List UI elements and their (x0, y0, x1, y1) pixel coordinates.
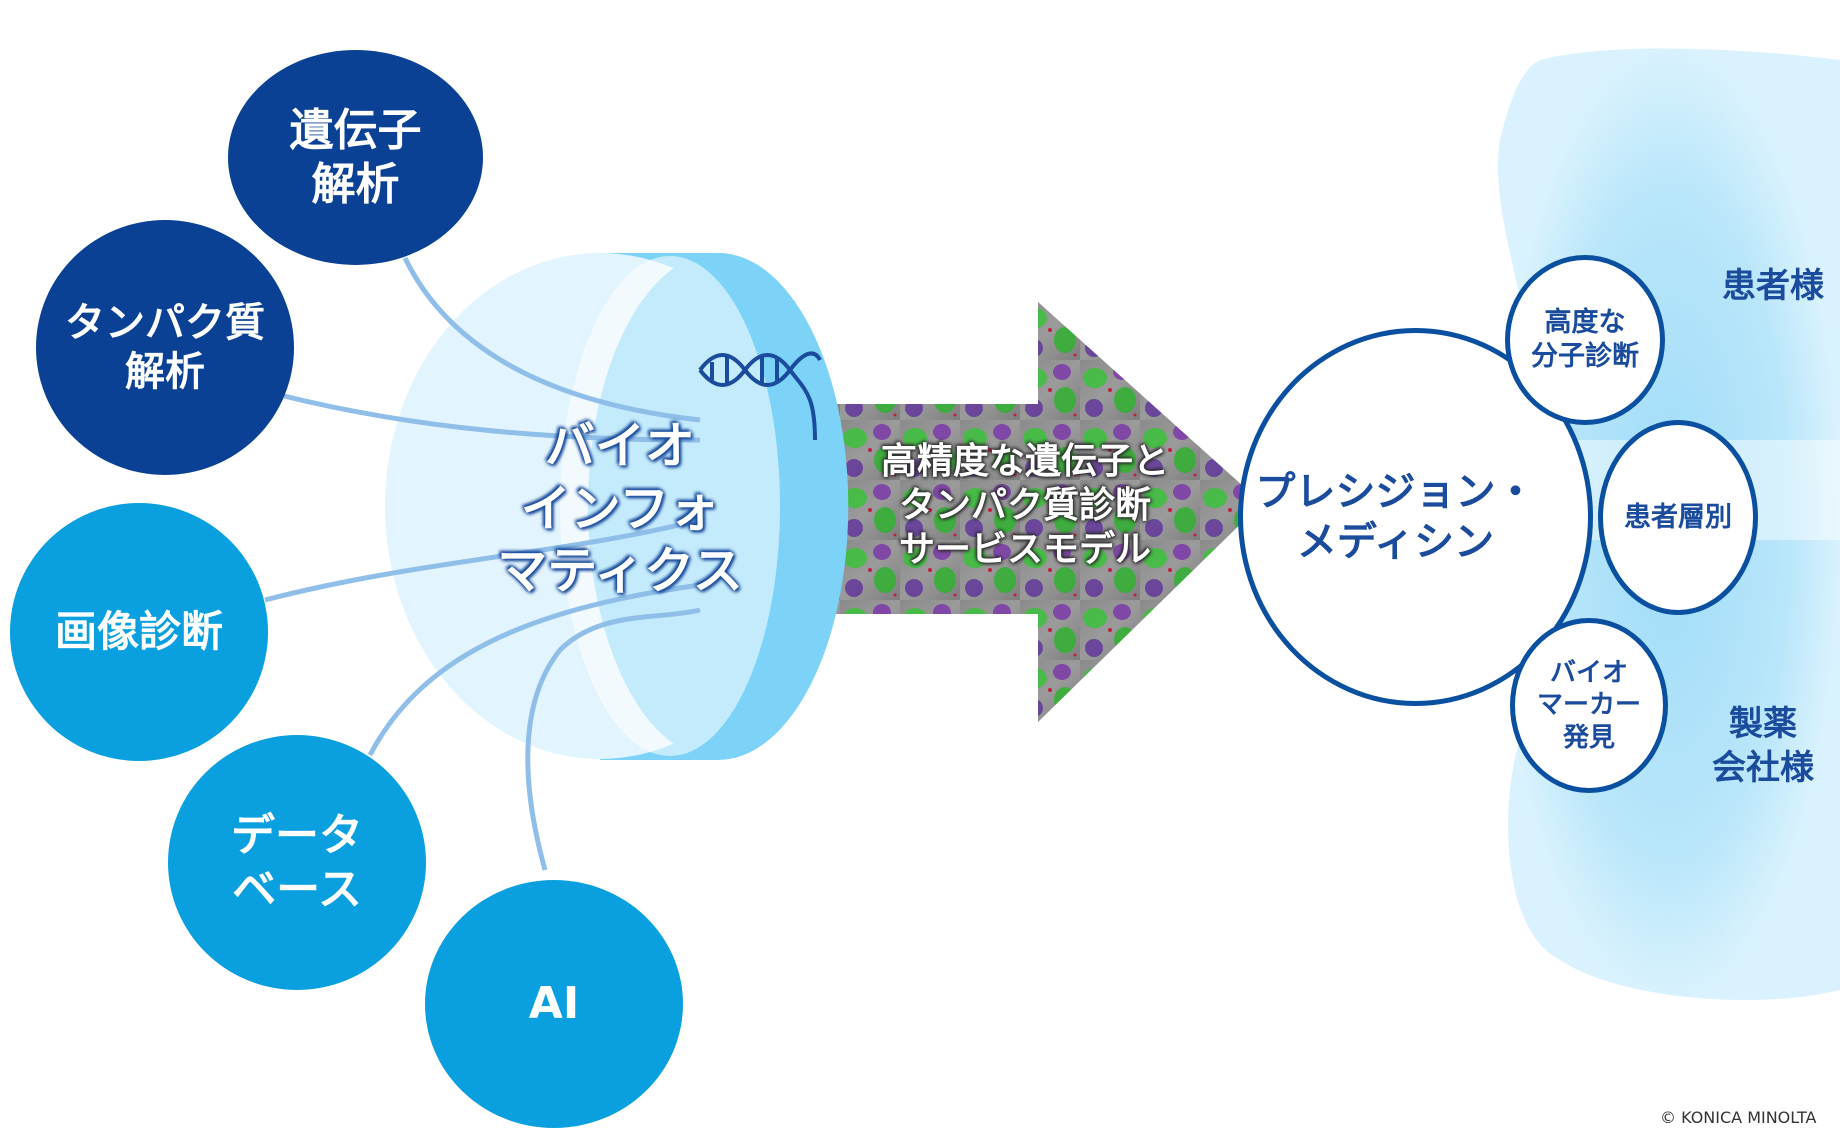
copyright-notice: © KONICA MINOLTA (1660, 1108, 1817, 1127)
connector-lines (264, 256, 701, 871)
customer-label-patients: 患者様 (1722, 266, 1824, 306)
source-circle-ai: AI (425, 880, 683, 1128)
satellite-label-biomarker-discovery: バイオ マーカー 発見 (1536, 657, 1641, 753)
arrow-label: 高精度な遺伝子と タンパク質診断 サービスモデル (880, 441, 1169, 570)
source-circle-protein-analysis: タンパク質 解析 (36, 220, 294, 475)
satellite-circle-biomarker-discovery: バイオ マーカー 発見 (1510, 618, 1668, 793)
source-circle-gene-analysis: 遺伝子 解析 (228, 50, 483, 265)
customer-label-pharma: 製薬 会社様 (1712, 704, 1814, 789)
center-label: プレシジョン・ メディシン (1255, 469, 1536, 565)
dna-helix-icon (698, 351, 822, 441)
source-label-ai: AI (528, 978, 580, 1030)
satellite-label-patient-stratification: 患者層別 (1624, 501, 1732, 533)
source-label-gene-analysis: 遺伝子 解析 (289, 104, 422, 210)
source-label-image-diagnosis: 画像診断 (54, 607, 223, 657)
satellite-label-molecular-diagnosis: 高度な 分子診断 (1531, 307, 1639, 372)
source-label-protein-analysis: タンパク質 解析 (65, 299, 265, 395)
satellite-circle-patient-stratification: 患者層別 (1598, 420, 1758, 615)
hub-label: バイオ インフォ マティクス (497, 417, 743, 600)
source-circle-database: データ ベース (168, 735, 426, 990)
source-circle-image-diagnosis: 画像診断 (10, 503, 268, 761)
satellite-circle-molecular-diagnosis: 高度な 分子診断 (1505, 255, 1665, 425)
source-label-database: データ ベース (231, 809, 363, 915)
